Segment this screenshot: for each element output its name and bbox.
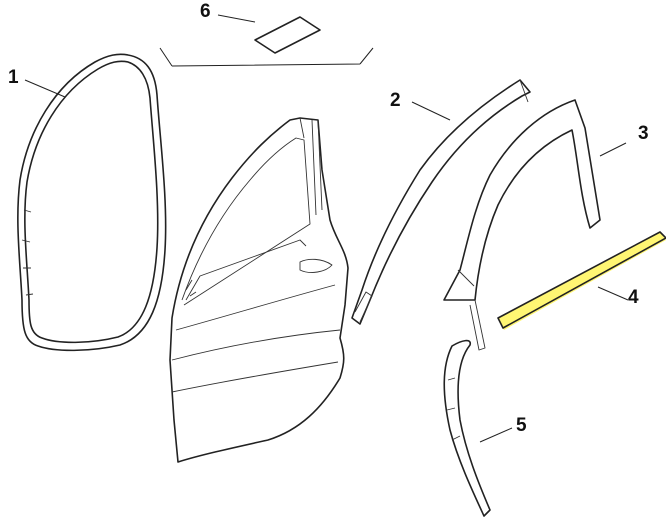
callout-4: 4	[628, 287, 639, 308]
callout-1: 1	[8, 67, 19, 88]
callout-3: 3	[638, 123, 649, 144]
callout-5: 5	[516, 415, 527, 436]
part-5-lower-seal	[443, 339, 491, 517]
part-2-frame-trim	[351, 79, 531, 325]
callout-6: 6	[200, 1, 211, 22]
leader-lines	[24, 14, 629, 443]
part-1-weatherstrip	[17, 53, 167, 352]
callout-2: 2	[390, 90, 401, 111]
part-6-label	[159, 16, 374, 67]
part-4-belt-molding	[497, 231, 666, 330]
part-3-frame-seal	[443, 99, 601, 351]
door-body	[169, 117, 349, 463]
